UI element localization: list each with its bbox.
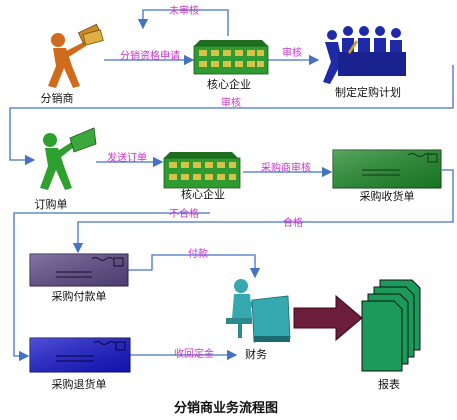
node-label-core-mid: 核心企业 — [181, 187, 225, 201]
node-label-finance: 财务 — [245, 347, 267, 361]
core-building-mid-icon — [163, 152, 241, 189]
receipt-document-icon — [332, 149, 442, 189]
node-label-core-top: 核心企业 — [207, 77, 251, 91]
edge-label-apply: 分销资格申请 — [120, 49, 180, 62]
node-label-return: 采购退货单 — [52, 377, 107, 391]
arrow-review2 — [9, 65, 454, 166]
node-label-distributor: 分销商 — [41, 91, 74, 105]
planning-team-icon — [323, 26, 406, 84]
core-building-top-icon — [193, 40, 269, 75]
edge-label-not-reviewed: 未审核 — [169, 4, 199, 17]
edge-label-refund: 收回定金 — [174, 347, 214, 360]
node-label-order: 订购单 — [35, 197, 68, 211]
diagram-title: 分销商业务流程图 — [174, 400, 278, 416]
arrow-fail-branch — [13, 212, 210, 362]
finance-person-icon — [226, 279, 291, 343]
node-label-plan: 制定定购计划 — [335, 85, 401, 99]
edge-label-fail: 不合格 — [169, 207, 199, 220]
report-stack-icon — [361, 279, 421, 372]
node-label-pay: 采购付款单 — [52, 289, 107, 303]
return-document-icon — [29, 337, 131, 373]
report-arrow-icon — [293, 294, 363, 342]
edge-label-review2: 审核 — [221, 96, 241, 109]
edge-label-review1: 审核 — [282, 46, 302, 59]
edge-label-send-order: 发送订单 — [107, 151, 147, 164]
distributor-person-icon — [48, 23, 104, 88]
order-person-icon — [40, 127, 97, 190]
node-label-receipt: 采购收货单 — [360, 189, 415, 203]
arrow-payment — [128, 254, 261, 279]
node-label-report: 报表 — [378, 377, 400, 391]
arrow-pass — [72, 169, 454, 254]
edge-label-payment: 付款 — [188, 247, 208, 260]
connectors — [9, 9, 454, 362]
edge-label-pass: 合格 — [283, 216, 303, 229]
edge-label-dist-review: 采购商审核 — [261, 161, 311, 174]
arrow-not-reviewed — [137, 9, 229, 36]
pay-document-icon — [29, 253, 129, 287]
